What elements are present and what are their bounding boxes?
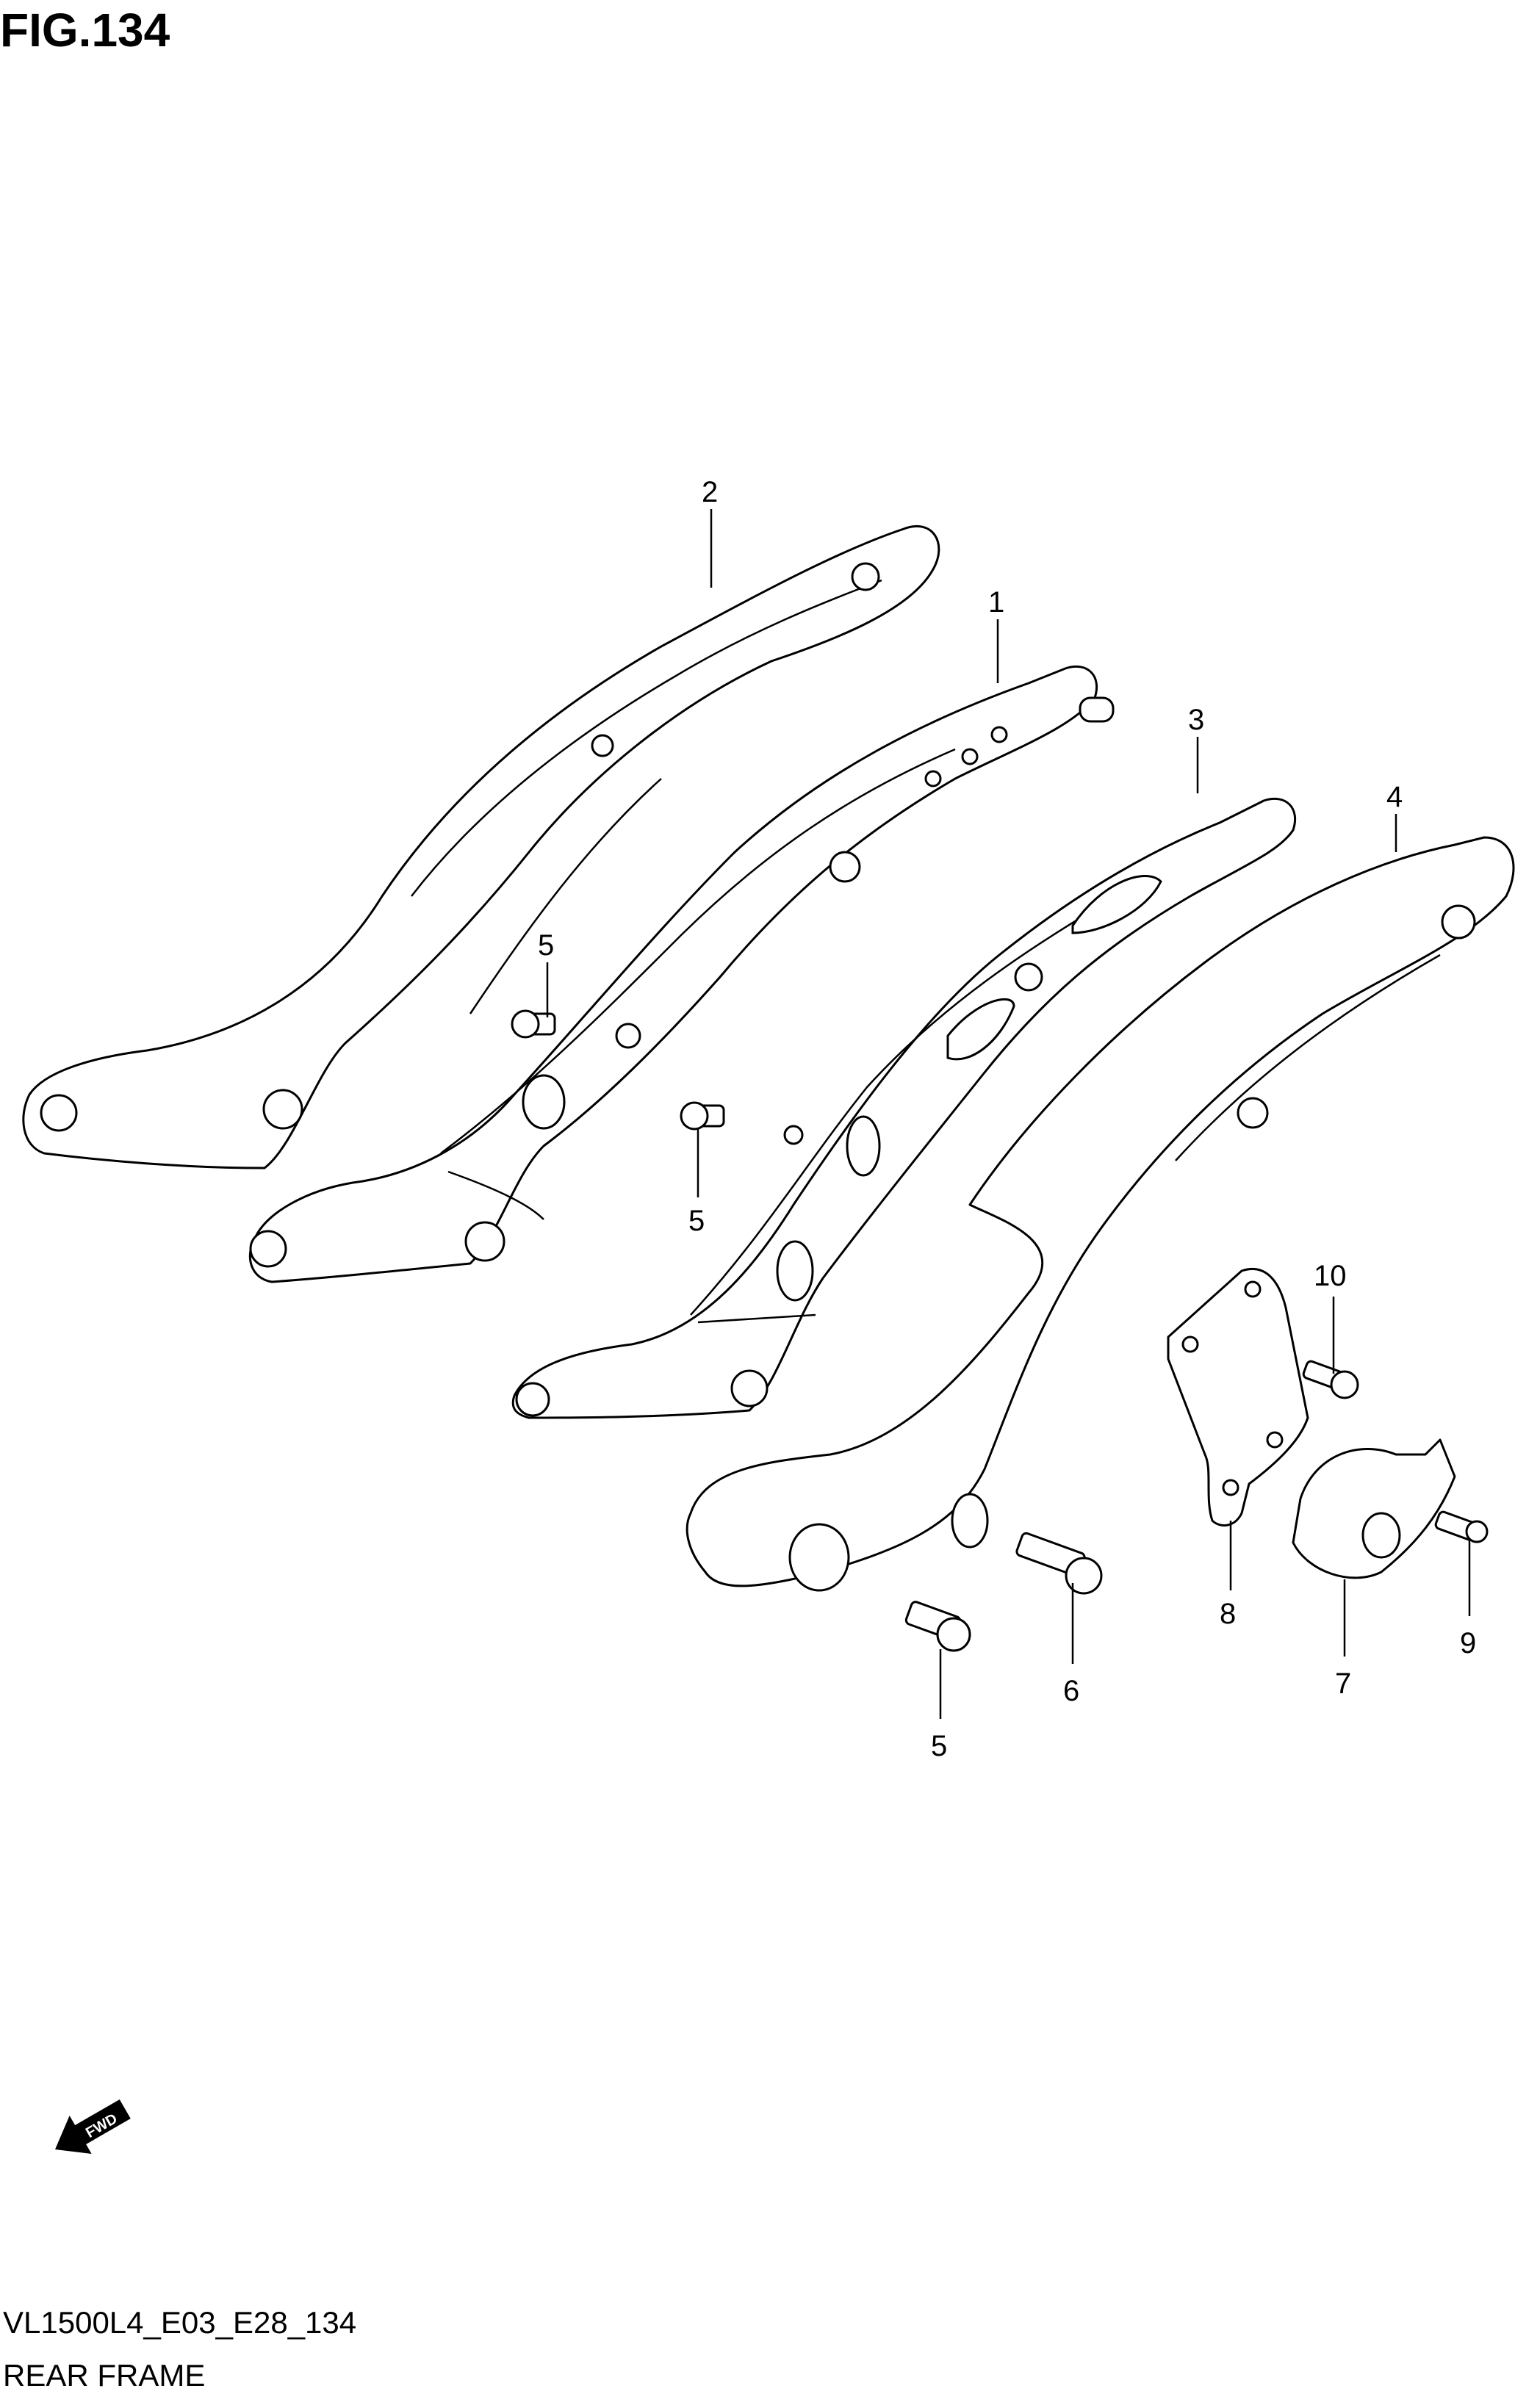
part-8-bracket[interactable] [1167, 1267, 1309, 1527]
bolt-10[interactable] [1302, 1360, 1359, 1399]
part-1-rail[interactable] [248, 665, 1115, 1283]
bolt-5-upper[interactable] [511, 1009, 556, 1039]
callout-9: 9 [1460, 1627, 1476, 1659]
figure-title: FIG.134 [0, 4, 170, 57]
callout-10: 10 [1314, 1260, 1347, 1292]
footer-name: REAR FRAME [3, 2358, 206, 2393]
part-3-rail[interactable] [511, 797, 1297, 1419]
callout-5-upper: 5 [538, 929, 554, 962]
part-4-rail[interactable] [685, 836, 1515, 1592]
bolt-5-lower[interactable] [904, 1601, 971, 1652]
callout-2: 2 [702, 476, 718, 508]
callout-7: 7 [1335, 1668, 1351, 1700]
callout-6: 6 [1063, 1675, 1079, 1707]
fwd-arrow-icon: FWD [55, 2099, 131, 2154]
callout-5-middle: 5 [688, 1205, 705, 1237]
part-7-cushion[interactable] [1292, 1438, 1456, 1579]
bolt-6[interactable] [1015, 1532, 1103, 1595]
callout-5-lower: 5 [931, 1730, 947, 1762]
callout-3: 3 [1188, 704, 1204, 736]
footer-code: VL1500L4_E03_E28_134 [3, 2305, 357, 2340]
part-2-rail[interactable] [22, 525, 940, 1169]
callout-4: 4 [1386, 781, 1403, 813]
bolt-9[interactable] [1434, 1510, 1489, 1543]
callout-1: 1 [988, 586, 1004, 619]
bolt-5-middle[interactable] [680, 1101, 725, 1131]
callout-8: 8 [1220, 1598, 1236, 1630]
